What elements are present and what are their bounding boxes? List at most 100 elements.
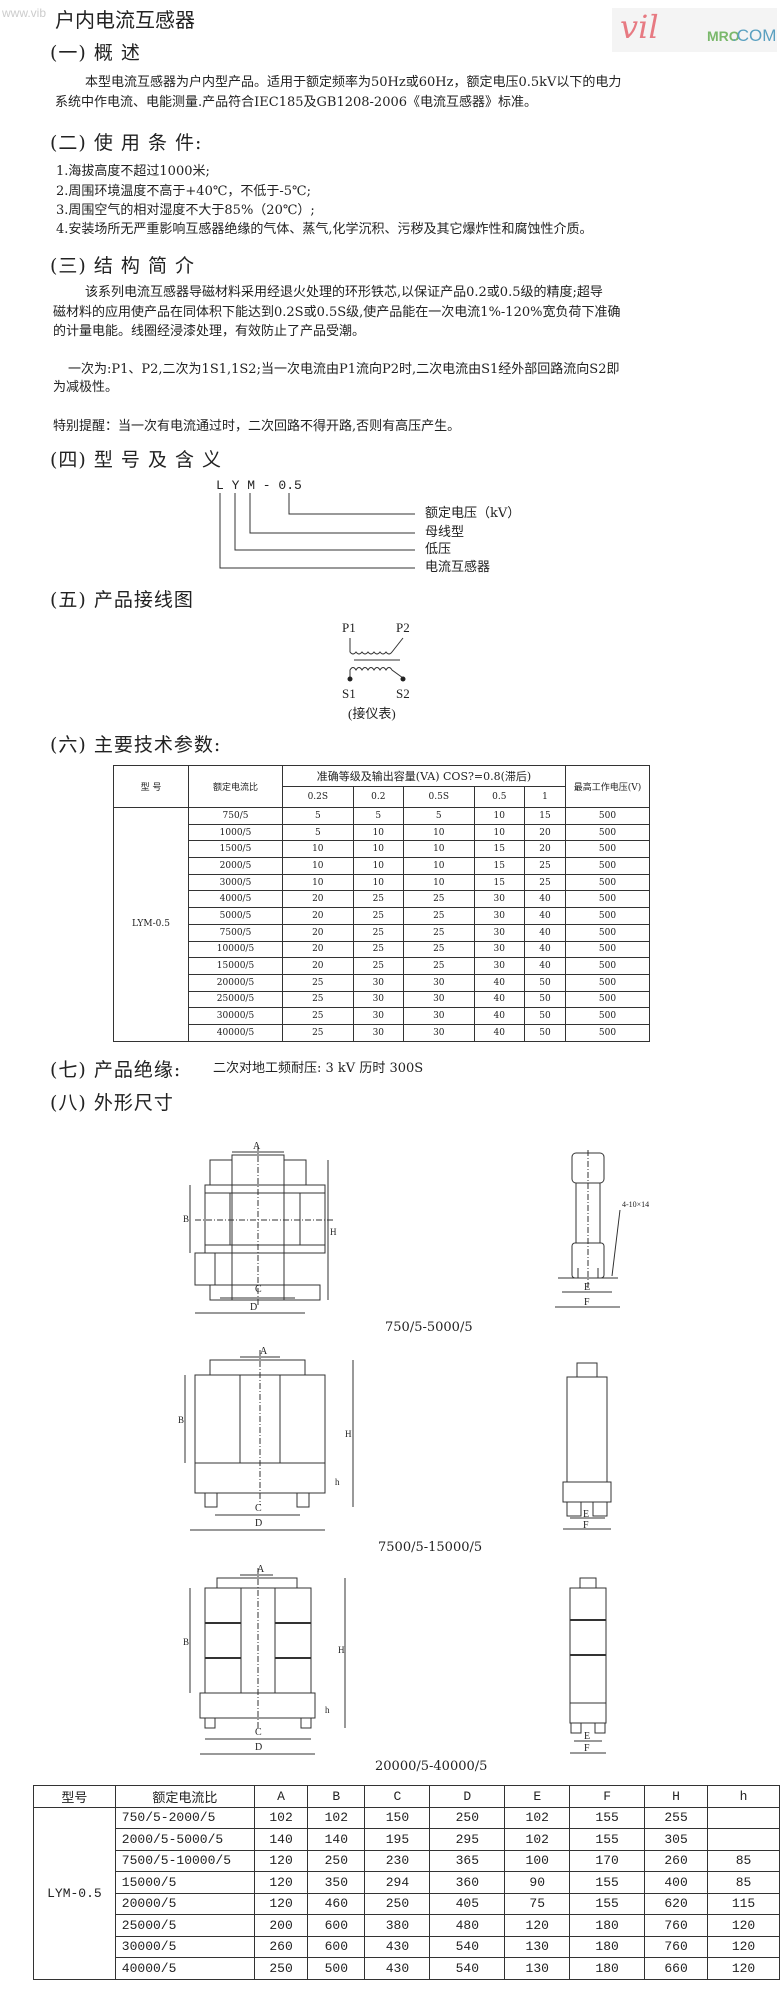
table-cell: 180 (569, 1957, 646, 1980)
table-cell: 4000/5 (188, 890, 283, 909)
table-cell: 25 (523, 873, 567, 892)
table-cell: 120 (504, 1914, 571, 1937)
table-cell: 15 (473, 840, 525, 859)
svg-text:H: H (345, 1429, 352, 1439)
table-cell: 155 (569, 1871, 646, 1894)
svg-text:H: H (330, 1227, 337, 1237)
table-cell: 30 (402, 1023, 475, 1042)
table-cell: 75 (504, 1892, 571, 1915)
table-cell: 120 (253, 1849, 309, 1872)
table-cell: 20 (523, 823, 567, 842)
table-cell: 15000/5 (114, 1871, 255, 1894)
table-cell: 25 (282, 1007, 354, 1025)
table-cell: 30 (352, 990, 404, 1009)
table-cell (707, 1806, 780, 1829)
table-cell: 600 (307, 1935, 366, 1958)
table-cell: 460 (307, 1892, 366, 1915)
table-cell: 40 (473, 1007, 525, 1025)
svg-text:D: D (255, 1518, 262, 1529)
svg-text:F: F (584, 1743, 590, 1754)
svg-text:S2: S2 (396, 686, 410, 701)
col-class: 0.2S (282, 786, 354, 808)
column-header: A (253, 1785, 309, 1808)
table-cell: 25 (402, 940, 475, 959)
table-cell: 7500/5-10000/5 (114, 1849, 255, 1872)
table-cell: 500 (565, 857, 650, 875)
table-cell: 25 (352, 907, 404, 925)
table-cell: 85 (707, 1871, 780, 1894)
watermark: www.vib (2, 6, 47, 20)
svg-text:B: B (183, 1637, 189, 1647)
insulation-spec: 二次对地工频耐压: 3 kV 历时 300S (213, 1061, 424, 1076)
table-cell: 25 (282, 990, 354, 1009)
table-cell: 120 (707, 1935, 780, 1958)
table-cell: 85 (707, 1849, 780, 1872)
table-cell: 10 (402, 857, 475, 875)
table-cell: 40 (473, 990, 525, 1009)
table-cell: 30 (352, 973, 404, 992)
table-cell: 50 (523, 1007, 567, 1025)
drawing-caption: 20000/5-40000/5 (375, 1759, 488, 1774)
table-cell: 620 (644, 1892, 709, 1915)
table-cell: 660 (644, 1957, 709, 1980)
table-cell: 102 (253, 1806, 309, 1829)
secondary-winding (349, 667, 404, 679)
table-cell: 5 (282, 807, 354, 825)
svg-text:A: A (253, 1141, 261, 1152)
svg-text:S1: S1 (342, 686, 356, 701)
table-cell: 500 (565, 907, 650, 925)
table-cell: 500 (307, 1957, 366, 1980)
section-5-heading: (五) 产品接线图 (50, 589, 194, 611)
table-cell: 7500/5 (188, 923, 283, 942)
table-cell: 20 (282, 923, 354, 942)
table-cell: 25 (352, 890, 404, 909)
table-cell: 170 (569, 1849, 646, 1872)
svg-text:C: C (255, 1503, 262, 1514)
table-cell: 540 (429, 1957, 506, 1980)
svg-text:4-10×14: 4-10×14 (622, 1200, 649, 1209)
front-view-drawing-3: A B H h C D (183, 1564, 346, 1755)
side-view-drawing-1: 4-10×14 E F (555, 1150, 649, 1308)
svg-text:E: E (584, 1282, 590, 1293)
table-cell: 40 (523, 890, 567, 909)
table-cell: 50 (523, 1023, 567, 1042)
table-cell: 102 (307, 1806, 366, 1829)
column-header: 型号 (33, 1785, 116, 1808)
column-header: h (707, 1785, 780, 1808)
leader-line (234, 493, 415, 551)
table-cell: 250 (364, 1892, 431, 1915)
table-cell: 10 (402, 823, 475, 842)
table-cell: 120 (707, 1957, 780, 1980)
svg-text:E: E (583, 1509, 589, 1520)
table-cell: 30 (473, 957, 525, 975)
table-cell: 750/5 (188, 807, 283, 825)
table-cell: 10 (473, 823, 525, 842)
table-cell: 30 (473, 940, 525, 959)
section-1-text: 系统中作电流、电能测量.产品符合IEC185及GB1208-2006《电流互感器… (55, 95, 538, 110)
table-cell: 10 (473, 807, 525, 825)
table-cell: 365 (429, 1849, 506, 1872)
svg-text:F: F (584, 1297, 590, 1308)
table-cell: 760 (644, 1935, 709, 1958)
table-cell: 15 (473, 857, 525, 875)
table-cell: 540 (429, 1935, 506, 1958)
column-header: C (364, 1785, 431, 1808)
table-cell: 5 (352, 807, 404, 825)
col-class: 0.5S (402, 786, 475, 808)
section-1-text: 本型电流互感器为户内型产品。适用于额定频率为50Hz或60Hz，额定电压0.5k… (85, 75, 622, 90)
table-cell: 140 (307, 1828, 366, 1851)
drawing-caption: 750/5-5000/5 (385, 1320, 473, 1335)
table-cell: 150 (364, 1806, 431, 1829)
table-cell: 500 (565, 823, 650, 842)
table-cell: 180 (569, 1935, 646, 1958)
